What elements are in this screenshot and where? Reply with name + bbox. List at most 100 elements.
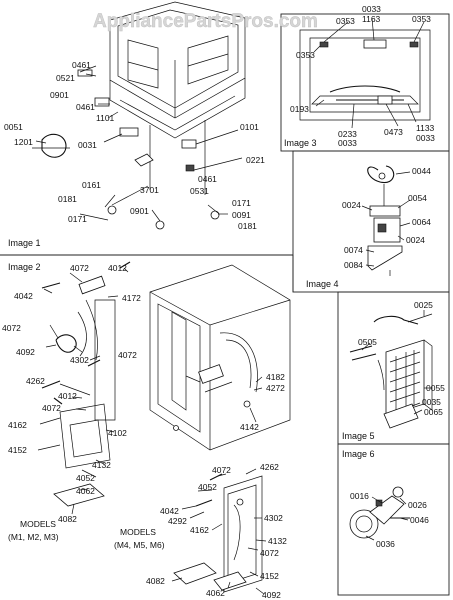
label-4162-b: 4162 <box>190 525 209 535</box>
label-4052-a: 4052 <box>76 473 95 483</box>
label-4072-a: 4072 <box>70 263 89 273</box>
image3-labels: 0033 1163 0353 0353 0353 0193 0473 0233 … <box>284 4 435 148</box>
models-right-title: MODELS <box>120 527 156 537</box>
label-4172: 4172 <box>122 293 141 303</box>
image2-labels: Image 2 4072 4012 4042 4172 4072 4092 43… <box>2 262 287 600</box>
label-0461-top: 0461 <box>72 60 91 70</box>
image3-caption: Image 3 <box>284 138 317 148</box>
label-0181-left: 0181 <box>58 194 77 204</box>
label-1163: 1163 <box>362 14 381 24</box>
image6-labels: Image 6 0016 0026 0046 0036 <box>342 449 429 549</box>
watermark: AppliancePartsPros.com <box>93 11 318 32</box>
label-0171-left: 0171 <box>68 214 87 224</box>
image6-caption: Image 6 <box>342 449 375 459</box>
label-4072-f: 4072 <box>260 548 279 558</box>
label-4302-b: 4302 <box>264 513 283 523</box>
label-4042-a: 4042 <box>14 291 33 301</box>
image4-labels: 0044 0054 0024 0064 0024 0074 0084 Image… <box>306 166 431 289</box>
label-4102: 4102 <box>108 428 127 438</box>
image6-drawing <box>349 486 410 541</box>
image4-caption: Image 4 <box>306 279 339 289</box>
label-0065: 0065 <box>424 407 443 417</box>
label-4182: 4182 <box>266 372 285 382</box>
label-0051: 0051 <box>4 122 23 132</box>
label-4292: 4292 <box>168 516 187 526</box>
image5-drawing <box>349 310 433 429</box>
label-0181-right: 0181 <box>238 221 257 231</box>
image1-labels: 0461 0521 0901 0461 1101 0051 1201 0031 … <box>4 60 265 248</box>
label-0031: 0031 <box>78 140 97 150</box>
label-4082-b: 4082 <box>146 576 165 586</box>
label-1133: 1133 <box>416 123 435 133</box>
label-4072-c: 4072 <box>118 350 137 360</box>
label-0353-a: 0353 <box>336 16 355 26</box>
label-0033-top: 0033 <box>362 4 381 14</box>
label-0171-right: 0171 <box>232 198 251 208</box>
label-0046: 0046 <box>410 515 429 525</box>
label-0521: 0521 <box>56 73 75 83</box>
label-4012-b: 4012 <box>58 391 77 401</box>
label-4072-b: 4072 <box>2 323 21 333</box>
image5-labels: 0025 0505 0055 0035 0065 Image 5 <box>342 300 445 441</box>
image6-frame <box>337 443 450 596</box>
label-4062-b: 4062 <box>206 588 225 598</box>
label-4092-a: 4092 <box>16 347 35 357</box>
label-0901-bottom: 0901 <box>130 206 149 216</box>
label-4272: 4272 <box>266 383 285 393</box>
image4-drawing <box>361 165 411 276</box>
label-4262-a: 4262 <box>26 376 45 386</box>
label-4262-b: 4262 <box>260 462 279 472</box>
label-4152-a: 4152 <box>8 445 27 455</box>
label-4132-a: 4132 <box>92 460 111 470</box>
label-0473: 0473 <box>384 127 403 137</box>
label-1201: 1201 <box>14 137 33 147</box>
models-left-list: (M1, M2, M3) <box>8 532 59 542</box>
label-0353-b: 0353 <box>412 14 431 24</box>
label-4152-b: 4152 <box>260 571 279 581</box>
label-0033-a: 0033 <box>338 138 357 148</box>
label-4302-a: 4302 <box>70 355 89 365</box>
label-0505: 0505 <box>358 337 377 347</box>
image5-caption: Image 5 <box>342 431 375 441</box>
label-4072-e: 4072 <box>212 465 231 475</box>
label-0033-b: 0033 <box>416 133 435 143</box>
label-0901-top: 0901 <box>50 90 69 100</box>
models-left-title: MODELS <box>20 519 56 529</box>
image2-drawing <box>37 261 291 595</box>
label-0026: 0026 <box>408 500 427 510</box>
image1-caption: Image 1 <box>8 238 41 248</box>
label-0531: 0531 <box>190 186 209 196</box>
label-4072-d: 4072 <box>42 403 61 413</box>
label-0025: 0025 <box>414 300 433 310</box>
label-0016: 0016 <box>350 491 369 501</box>
label-0054: 0054 <box>408 193 427 203</box>
label-4162-a: 4162 <box>8 420 27 430</box>
image3-drawing <box>299 17 431 129</box>
label-4062-a: 4062 <box>76 486 95 496</box>
label-0055: 0055 <box>426 383 445 393</box>
image2-caption: Image 2 <box>8 262 41 272</box>
label-0074: 0074 <box>344 245 363 255</box>
label-3701: 3701 <box>140 185 159 195</box>
label-4012-a: 4012 <box>108 263 127 273</box>
label-0036: 0036 <box>376 539 395 549</box>
label-4142: 4142 <box>240 422 259 432</box>
label-1101: 1101 <box>96 113 115 123</box>
label-0035: 0035 <box>422 397 441 407</box>
panel-borders <box>0 13 450 596</box>
label-0221: 0221 <box>246 155 265 165</box>
label-4082-a: 4082 <box>58 514 77 524</box>
label-4092-b: 4092 <box>262 590 281 600</box>
label-0193: 0193 <box>290 104 309 114</box>
models-right-list: (M4, M5, M6) <box>114 540 165 550</box>
label-0044: 0044 <box>412 166 431 176</box>
label-0024-a: 0024 <box>342 200 361 210</box>
label-0161: 0161 <box>82 180 101 190</box>
label-0084: 0084 <box>344 260 363 270</box>
label-4042-b: 4042 <box>160 506 179 516</box>
label-0101: 0101 <box>240 122 259 132</box>
label-0024-b: 0024 <box>406 235 425 245</box>
label-0091: 0091 <box>232 210 251 220</box>
label-4052-b: 4052 <box>198 482 217 492</box>
